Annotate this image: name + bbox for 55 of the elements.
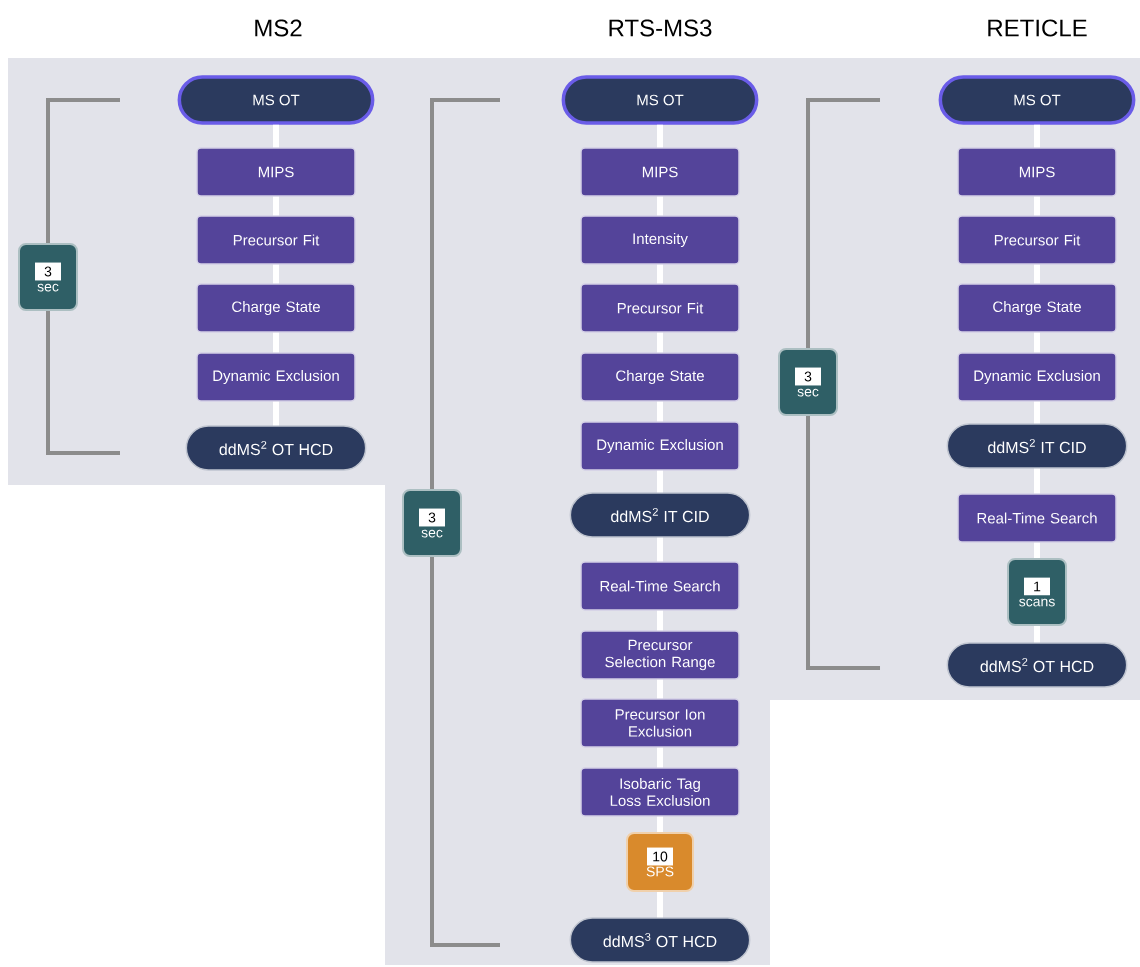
connector (657, 470, 663, 493)
connector (1034, 401, 1040, 424)
connector (1034, 196, 1040, 216)
connector (1034, 468, 1040, 494)
scan-oval: ddMS$^{3}$ OT HCD (569, 917, 751, 963)
connector (657, 401, 663, 422)
connector (1034, 332, 1040, 353)
filter-box: Dynamic Exclusion (196, 352, 356, 402)
filter-box: Precursor Selection Range (580, 630, 740, 680)
filter-box: Intensity (580, 215, 740, 265)
filter-box: Isobaric Tag Loss Exclusion (580, 767, 740, 817)
time-badge: 3 sec (402, 489, 462, 557)
filter-box: Charge State (957, 283, 1117, 333)
time-badge: 3 sec (778, 348, 838, 416)
connector (273, 124, 279, 148)
filter-box: Dynamic Exclusion (957, 352, 1117, 402)
connector (657, 196, 663, 216)
connector (657, 892, 663, 918)
connector (657, 332, 663, 353)
connector (657, 537, 663, 562)
scan-oval: ddMS$^{2}$ IT CID (946, 423, 1128, 469)
connector (657, 610, 663, 631)
filter-box: Dynamic Exclusion (580, 421, 740, 471)
connector (1034, 626, 1040, 643)
column-heading: MS2 (255, 19, 302, 37)
time-badge: 1 scans (1007, 558, 1067, 626)
connector (657, 747, 663, 768)
filter-box: Real-Time Search (580, 561, 740, 611)
filter-box: MIPS (580, 147, 740, 197)
scan-oval: ddMS$^{2}$ OT HCD (946, 642, 1128, 688)
connector (1034, 124, 1040, 148)
connector (273, 196, 279, 216)
connector (273, 264, 279, 284)
filter-box: Real-Time Search (957, 493, 1117, 543)
connector (273, 332, 279, 353)
time-badge: 3 sec (18, 243, 78, 311)
connector (657, 679, 663, 699)
filter-box: MIPS (196, 147, 356, 197)
filter-box: Precursor Ion Exclusion (580, 698, 740, 748)
connector (657, 124, 663, 148)
connector (657, 264, 663, 284)
filter-box: Charge State (580, 352, 740, 402)
column-heading: RETICLE (988, 19, 1087, 37)
filter-box: Precursor Fit (957, 215, 1117, 265)
count-badge: 10 SPS (626, 832, 694, 892)
column-heading: RTS-MS3 (609, 19, 712, 37)
connector (1034, 542, 1040, 558)
connector (1034, 264, 1040, 284)
scan-oval: MS OT (938, 75, 1136, 125)
connector (273, 401, 279, 426)
filter-box: Charge State (196, 283, 356, 333)
filter-box: Precursor Fit (196, 215, 356, 265)
filter-box: Precursor Fit (580, 283, 740, 333)
connector (657, 816, 663, 832)
filter-box: MIPS (957, 147, 1117, 197)
